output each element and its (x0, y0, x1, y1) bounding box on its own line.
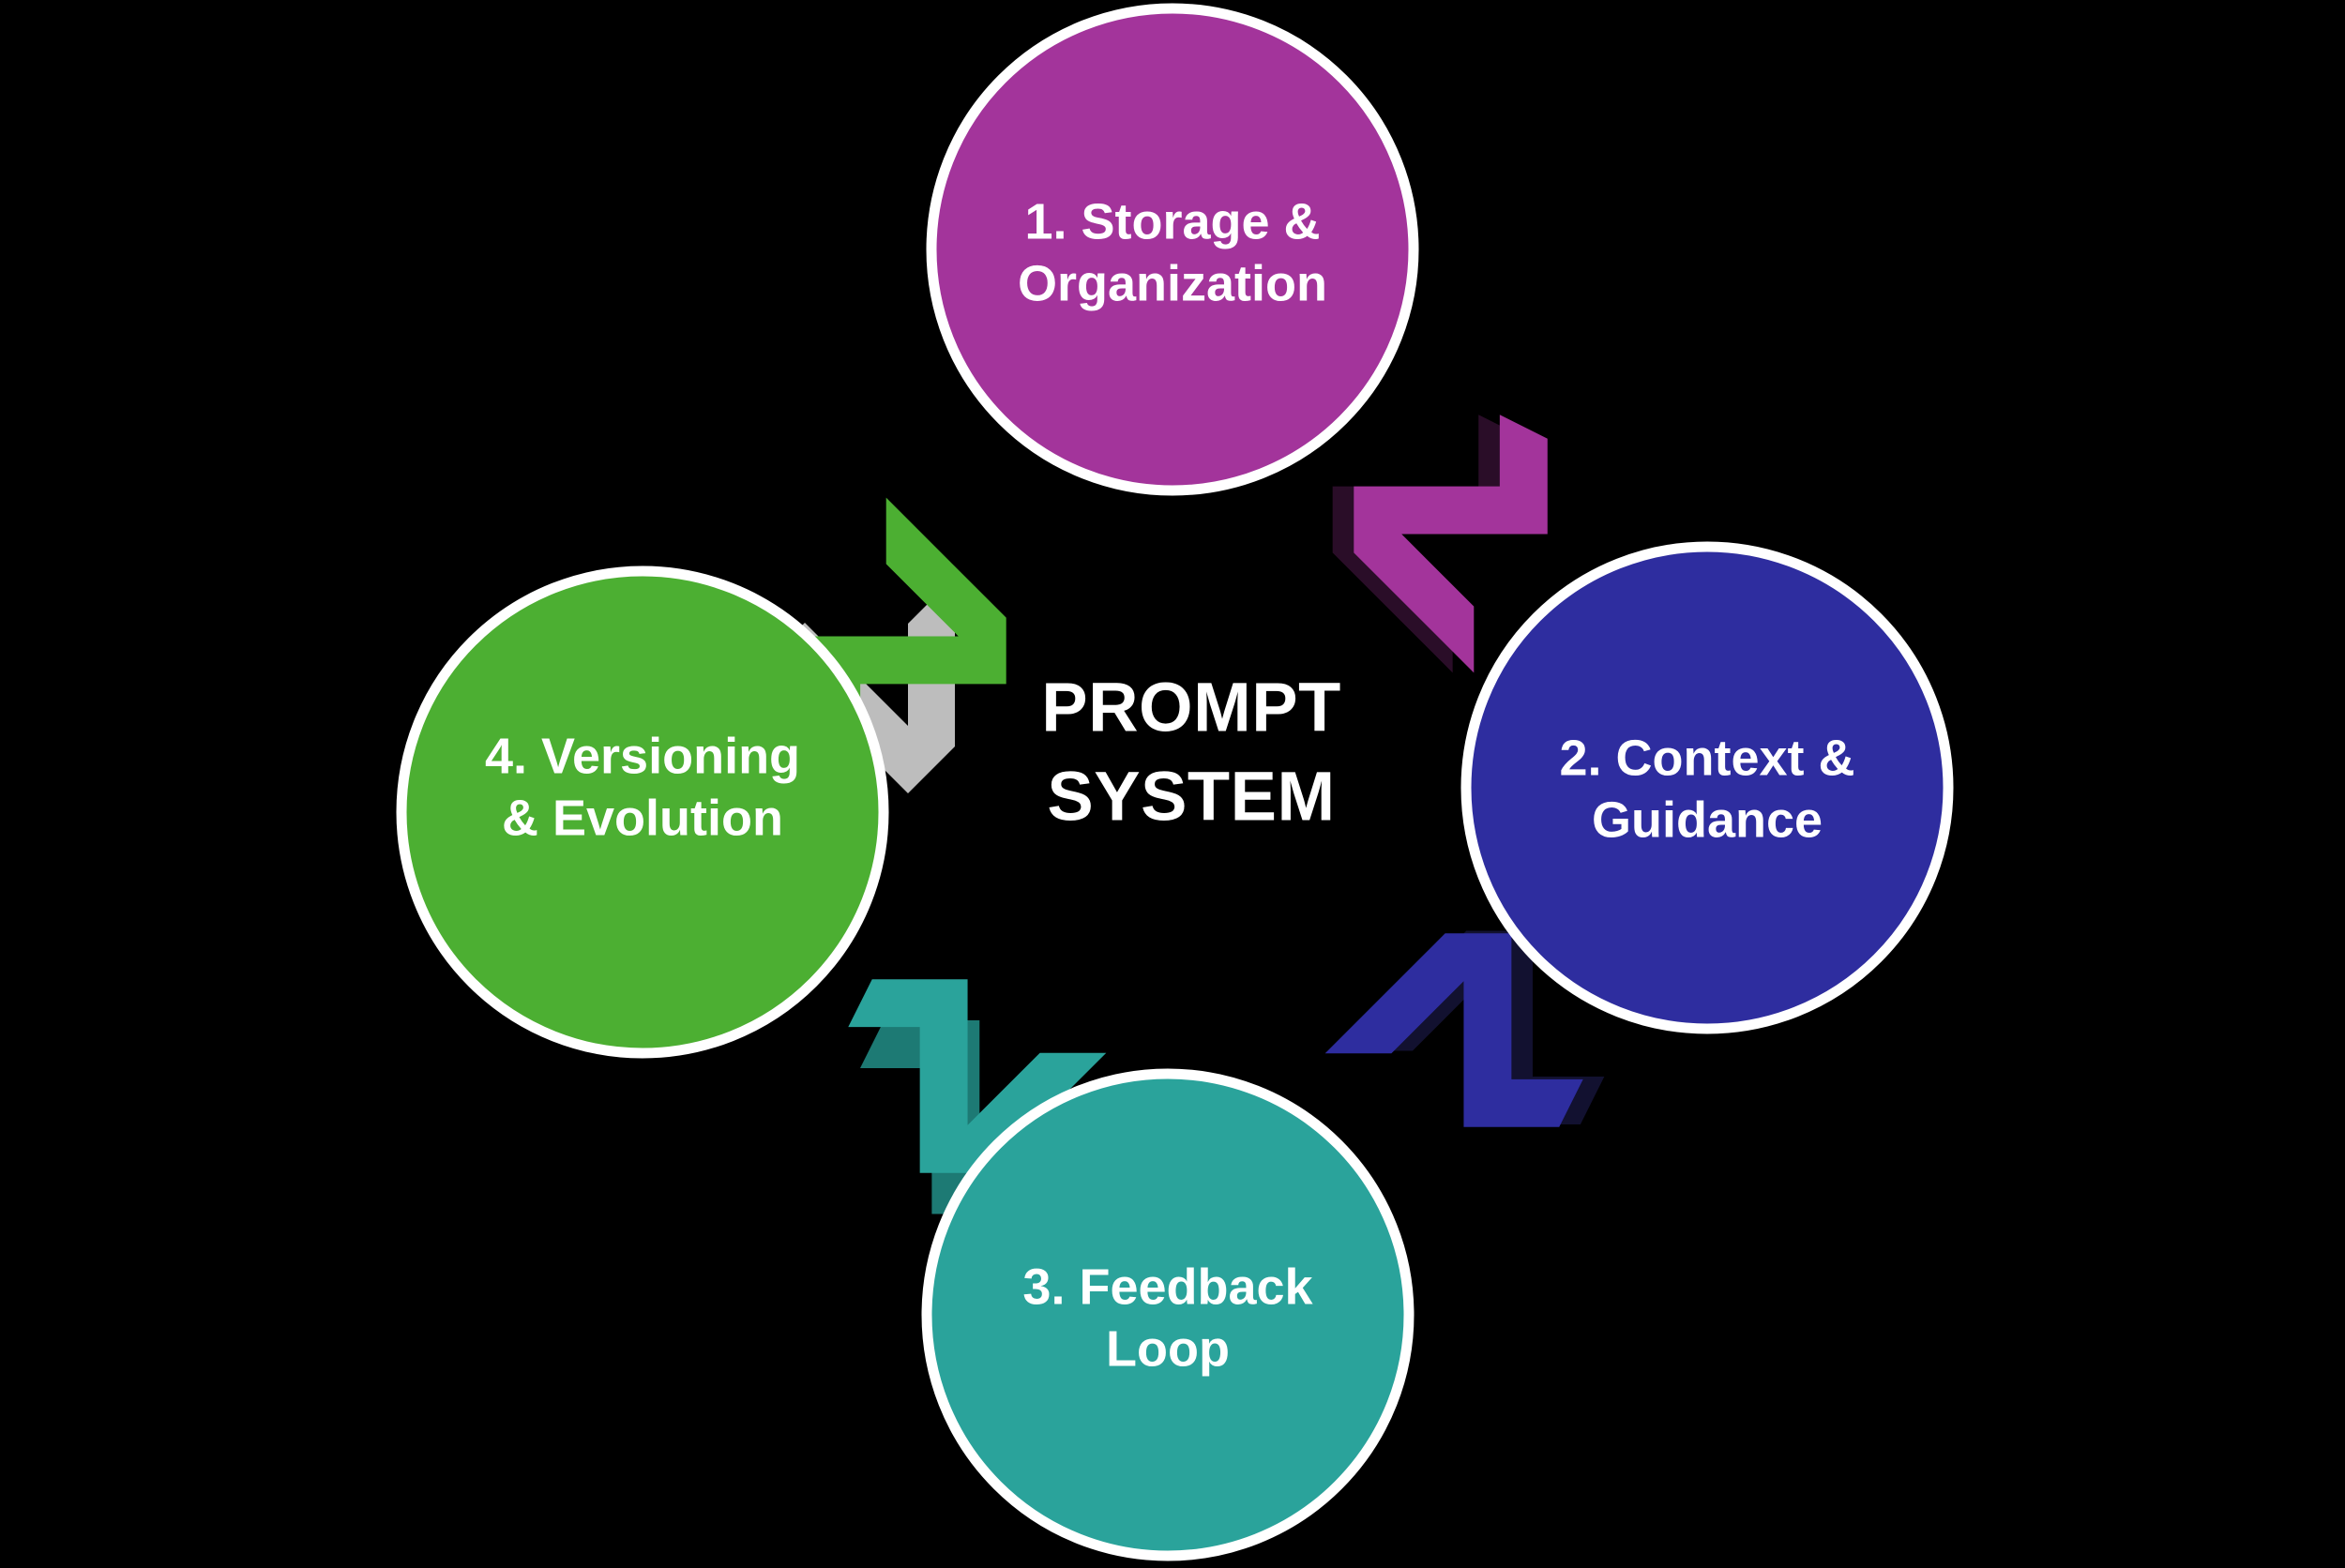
arrow-context-to-feedback-body (1324, 933, 1583, 1127)
node-storage-label-line2: Organization (1018, 255, 1327, 311)
node-versioning-label-line1: 4. Versioning (485, 728, 800, 784)
node-storage-label-line1: 1. Storage & (1024, 193, 1320, 249)
arrow-storage-to-context (1332, 415, 1548, 673)
arrow-storage-to-context-body (1354, 415, 1548, 673)
node-feedback-label-line1: 3. Feedback (1022, 1259, 1313, 1315)
node-feedback-label-line2: Loop (1106, 1320, 1230, 1377)
node-context[interactable]: 2. Context & Guidance (1460, 541, 1954, 1034)
node-context-label-line1: 2. Context & (1559, 730, 1854, 786)
node-storage[interactable]: 1. Storage & Organization (926, 3, 1419, 496)
node-feedback[interactable]: 3. Feedback Loop (921, 1068, 1415, 1561)
arrow-feedback-to-versioning-body (848, 979, 1107, 1173)
node-context-label-line2: Guidance (1592, 792, 1823, 848)
node-feedback-circle[interactable] (921, 1068, 1415, 1561)
center-label: PROMPT SYSTEM (1041, 669, 1341, 836)
center-label-line1: PROMPT (1041, 669, 1341, 746)
node-versioning-label-line2: & Evolution (502, 790, 783, 846)
arrow-context-to-feedback (1324, 930, 1605, 1127)
node-versioning[interactable]: 4. Versioning & Evolution (396, 565, 889, 1059)
node-storage-circle[interactable] (926, 3, 1419, 496)
node-context-circle[interactable] (1460, 541, 1954, 1034)
center-label-line2: SYSTEM (1047, 758, 1335, 836)
node-versioning-circle[interactable] (396, 565, 889, 1059)
